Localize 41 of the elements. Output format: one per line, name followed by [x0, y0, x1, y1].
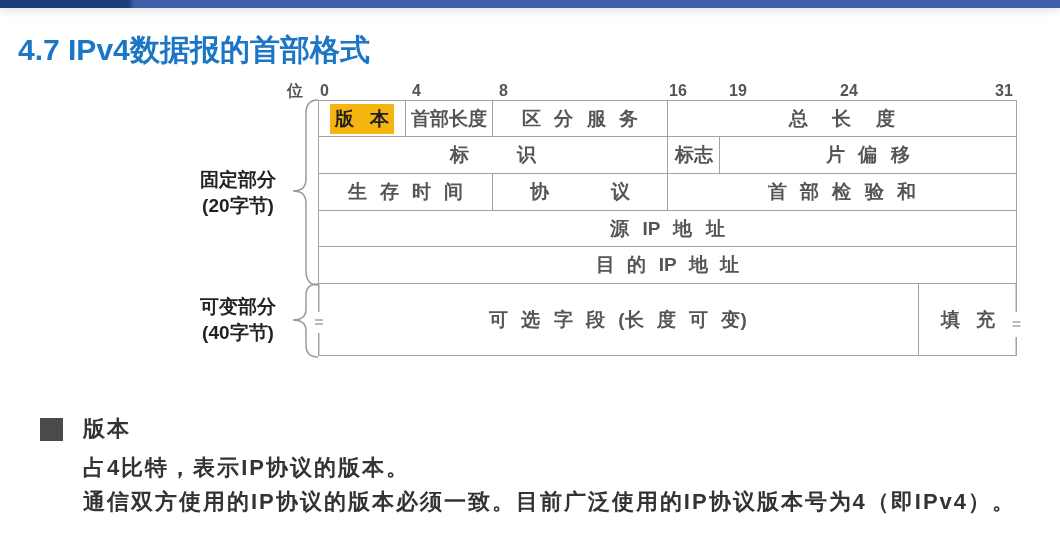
field-label: 片 偏 移 [826, 144, 910, 166]
header-field [668, 100, 1017, 137]
header-field [493, 100, 668, 137]
header-field [318, 211, 1017, 247]
field-label: 源 IP 地 址 [610, 217, 725, 240]
header-field [668, 174, 1017, 211]
header-field [318, 137, 668, 174]
bit-number: 31 [995, 83, 1013, 99]
field-label: 目 的 IP 地 址 [596, 254, 739, 276]
bracket-label: 可变部分(40字节) [199, 295, 277, 345]
field-label: 生 存 时 间 [347, 181, 464, 203]
bit-number: 19 [729, 83, 747, 99]
section-heading: 版本 [83, 416, 131, 442]
bit-axis-label: 位 [287, 83, 303, 99]
field-label: 标志 [674, 144, 713, 166]
description-text: 通信双方使用的IP协议的版本必须一致。目前广泛使用的IP协议版本号为4（即IPv4）。 [83, 489, 1018, 515]
field-label: 可 选 字 段 (长 度 可 变) [489, 308, 747, 331]
description-text: 占4比特，表示IP协议的版本。 [83, 455, 412, 481]
bit-number: 0 [320, 83, 329, 99]
bit-number: 8 [499, 83, 508, 99]
header-field [318, 284, 919, 356]
field-label: 总 长 度 [789, 107, 895, 130]
header-field [406, 100, 493, 137]
header-field [318, 174, 493, 211]
highlighted-field-label: 版 本 [329, 103, 395, 134]
slide-title: 4.7 IPv4数据报的首部格式 [18, 33, 370, 67]
header-field [668, 137, 720, 174]
bit-number: 16 [669, 83, 687, 99]
bit-number: 4 [412, 83, 421, 99]
bracket-label: 固定部分(20字节) [199, 168, 277, 218]
bit-number: 24 [840, 83, 858, 99]
field-label: 区 分 服 务 [522, 107, 638, 130]
field-label: 填 充 [941, 308, 995, 331]
header-field [318, 100, 406, 137]
field-label: 首 部 检 验 和 [767, 181, 917, 203]
header-field [720, 137, 1017, 174]
header-field [318, 247, 1017, 284]
field-label: 协 议 [529, 181, 631, 203]
field-label: 标 识 [450, 144, 536, 166]
field-label: 首部长度 [411, 107, 487, 130]
header-field [493, 174, 668, 211]
